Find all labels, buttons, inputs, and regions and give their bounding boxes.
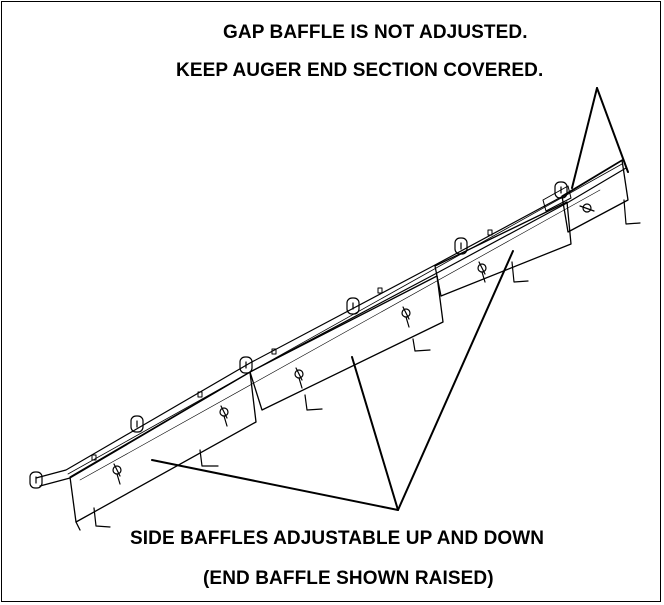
side-baffles-callout-line-2: (END BAFFLE SHOWN RAISED) [203, 568, 494, 589]
auger-trough [35, 159, 627, 487]
wing-nut [477, 261, 487, 283]
wing-nut [219, 405, 229, 427]
wing-nut [401, 306, 411, 328]
side-baffle [69, 371, 257, 531]
mounting-tab [554, 181, 568, 199]
mounting-tab [29, 471, 43, 489]
wing-nut [294, 367, 304, 389]
mounting-tab [239, 356, 253, 374]
wing-nut [579, 203, 595, 213]
gap-baffle-callout-line-2: KEEP AUGER END SECTION COVERED. [176, 60, 544, 81]
side-baffle [434, 201, 572, 297]
support-legs [93, 199, 641, 528]
side-baffle [249, 275, 444, 411]
wing-nut [112, 463, 122, 485]
end-baffle [561, 159, 629, 233]
gap-baffle-callout-line-1: GAP BAFFLE IS NOT ADJUSTED. [223, 22, 528, 43]
gap-baffle [542, 185, 572, 212]
leader-lines [151, 87, 629, 511]
mounting-tab [130, 415, 144, 433]
wing-nuts [112, 203, 595, 485]
side-baffles-callout-line-1: SIDE BAFFLES ADJUSTABLE UP AND DOWN [130, 528, 545, 549]
mounting-tabs [29, 181, 568, 489]
rivets [91, 229, 493, 461]
mounting-tab [346, 297, 360, 315]
mounting-tab [454, 237, 468, 255]
